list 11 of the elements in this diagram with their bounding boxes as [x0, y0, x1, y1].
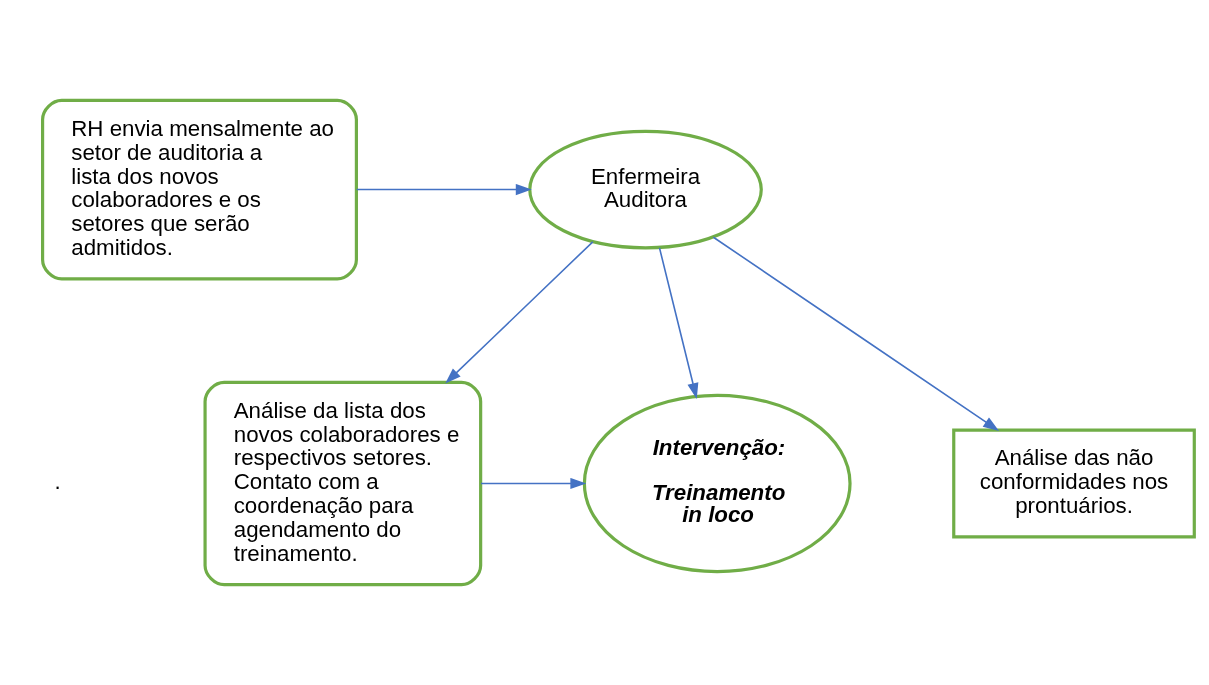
label: .	[54, 469, 61, 495]
node-box: Análise das não conformidades nos prontuários.	[952, 428, 1196, 539]
arrow	[355, 184, 532, 196]
arrow	[445, 241, 594, 384]
node-ellipse: Intervenção: Treinamento in loco	[582, 393, 852, 574]
node-box: RH envia mensalmente ao setor de auditoria a lista dos novos colaboradores e os setores que serão admitidos.	[41, 98, 358, 281]
arrow	[658, 247, 699, 399]
arrow	[712, 236, 1000, 431]
node-box: Análise da lista dos novos colaboradores e respectivos setores. Contato com a coordenação para agendamento do treinamento.	[203, 380, 483, 587]
node-ellipse: Enfermeira Auditora	[528, 129, 763, 250]
arrow	[480, 477, 587, 490]
